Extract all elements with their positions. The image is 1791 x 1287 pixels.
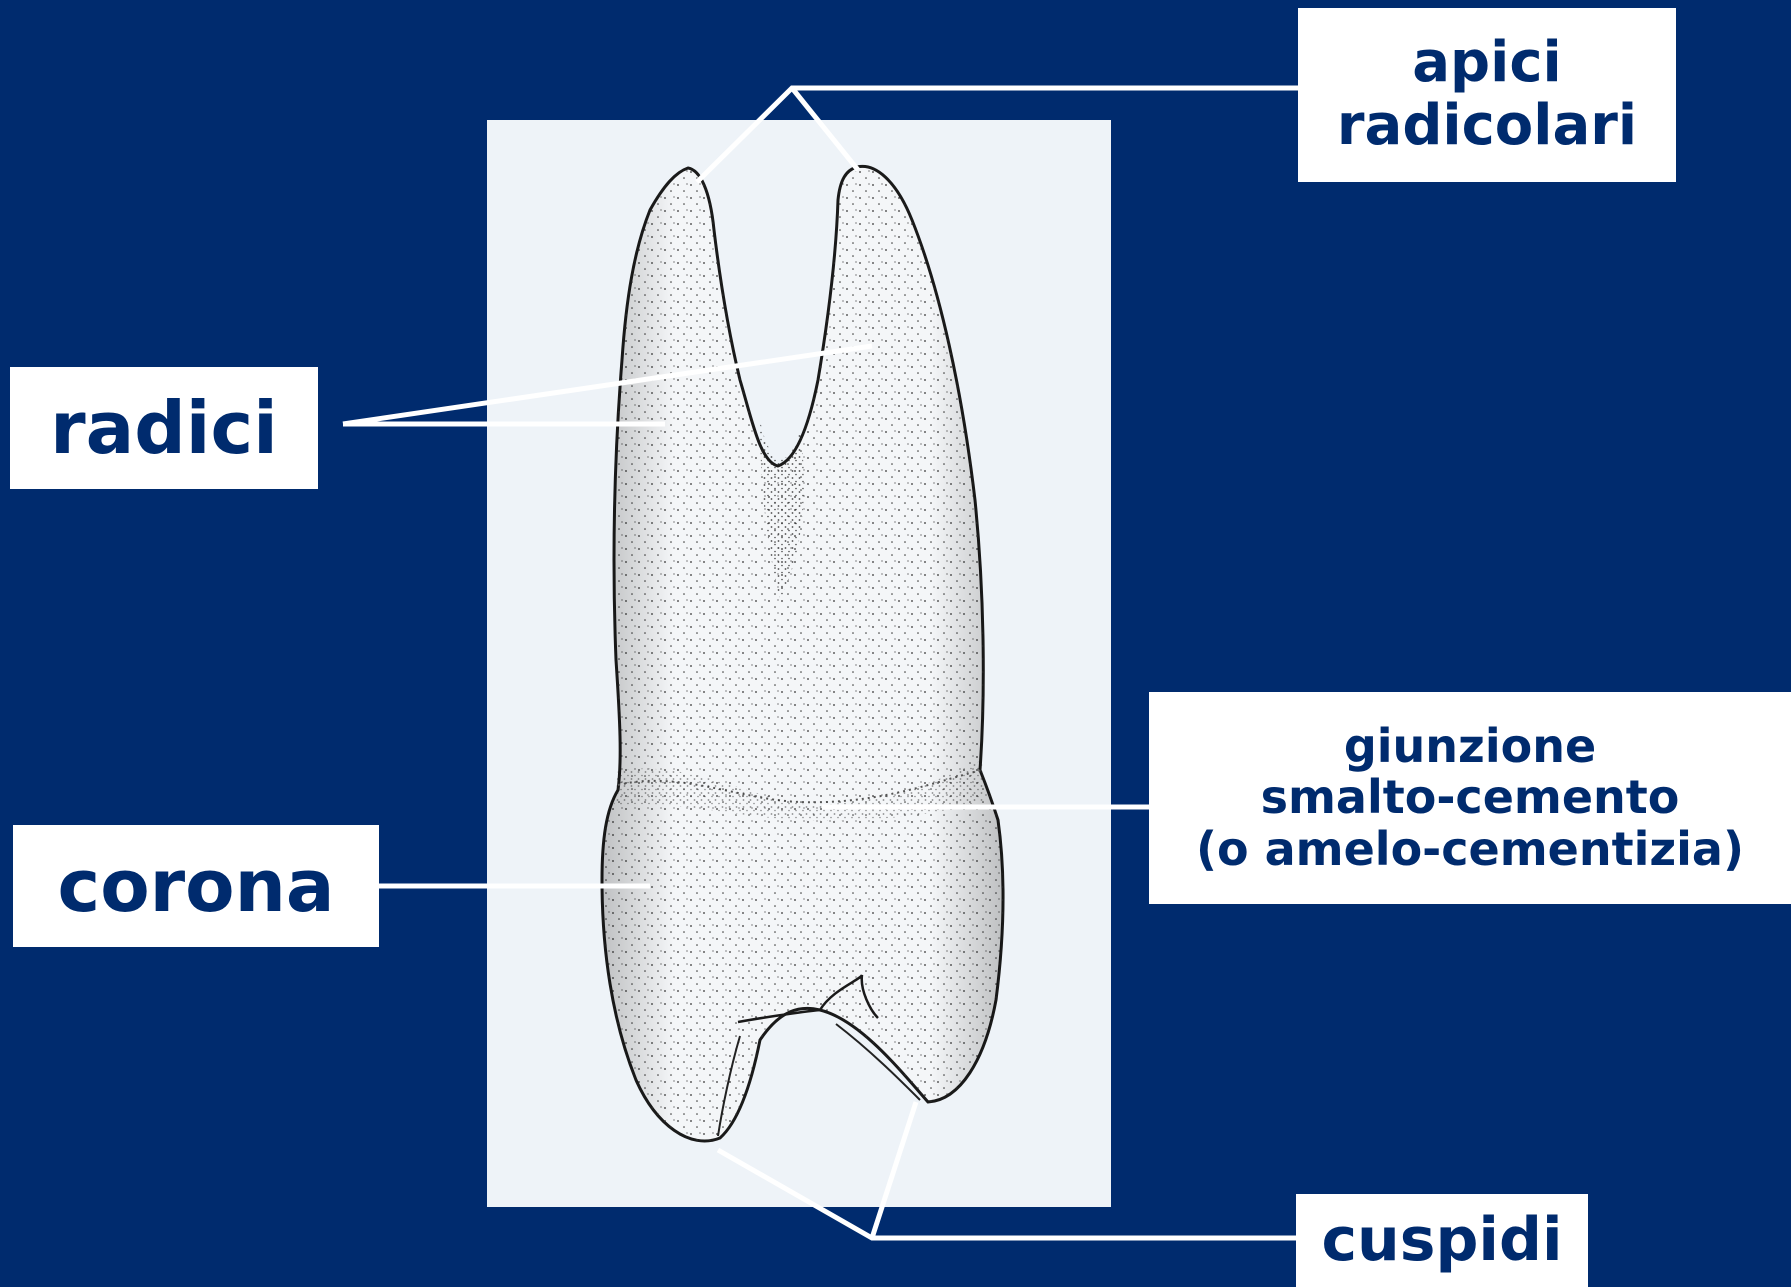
label-radici-text: radici [50, 388, 278, 469]
label-cuspidi-text: cuspidi [1321, 1207, 1562, 1274]
label-apici-line-2: radicolari [1337, 95, 1637, 158]
label-apici-radicolari: apici radicolari [1298, 8, 1676, 182]
label-apici-line-1: apici [1412, 32, 1561, 95]
tooth [602, 166, 1003, 1141]
label-giunzione-line-1: giunzione [1344, 721, 1596, 773]
label-corona-text: corona [58, 846, 335, 927]
label-radici: radici [10, 367, 318, 489]
label-giunzione-smalto-cemento: giunzione smalto-cemento (o amelo-cement… [1149, 692, 1791, 904]
label-giunzione-line-3: (o amelo-cementizia) [1196, 824, 1744, 876]
label-cuspidi: cuspidi [1296, 1194, 1588, 1287]
leader-cuspidi [718, 1102, 1296, 1238]
label-giunzione-line-2: smalto-cemento [1261, 772, 1680, 824]
label-corona: corona [13, 825, 379, 947]
leader-apici [697, 88, 1298, 182]
leader-radici [343, 346, 872, 424]
